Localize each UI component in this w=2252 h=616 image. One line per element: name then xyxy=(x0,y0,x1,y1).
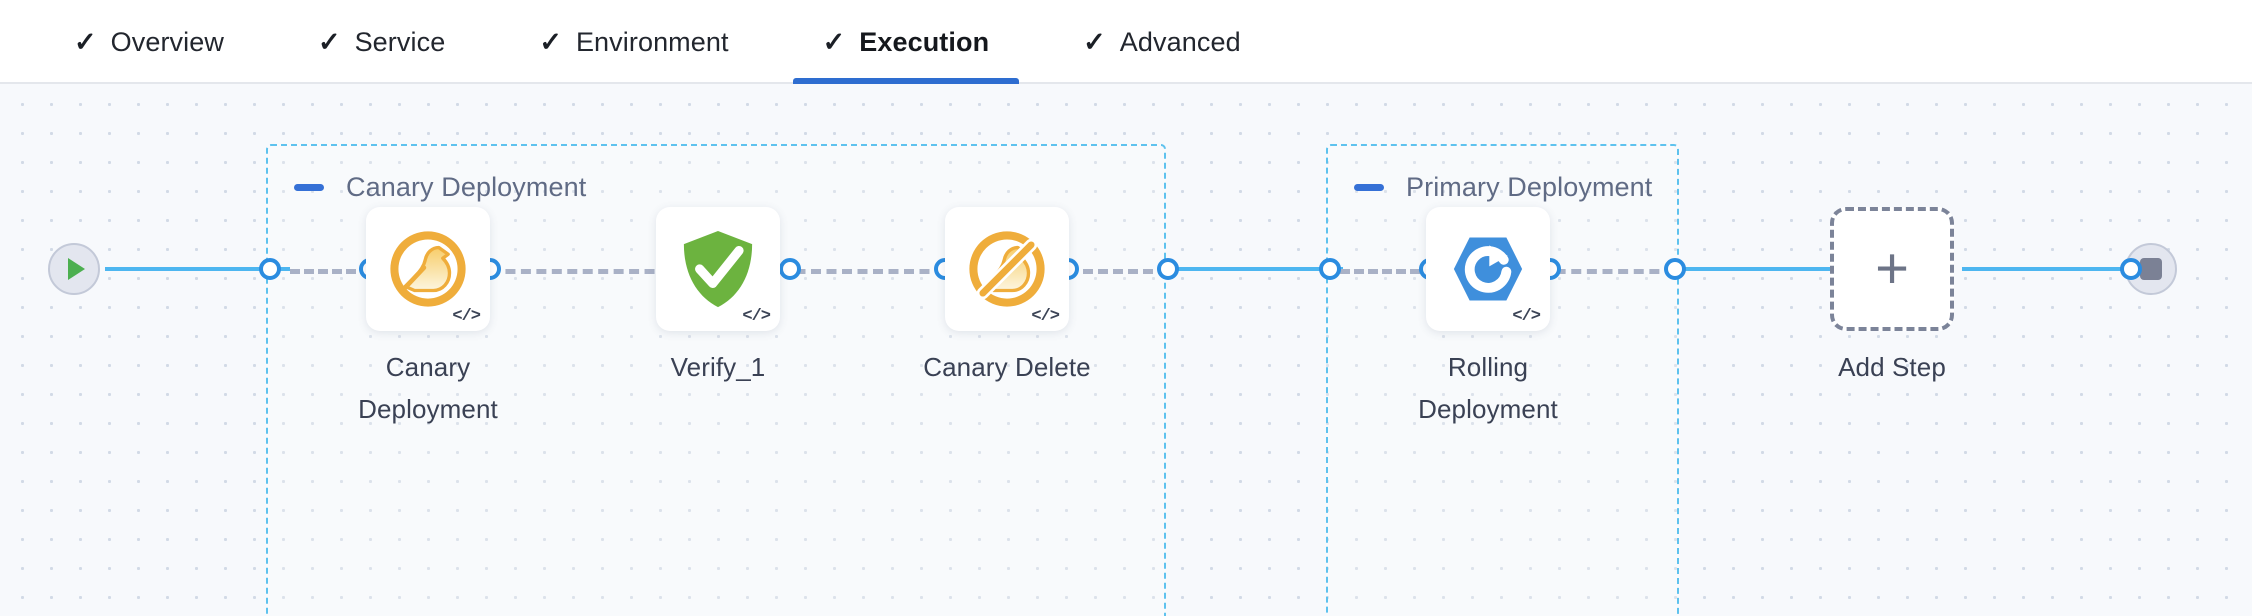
green-shield-check-icon xyxy=(656,207,780,331)
port-group1-in[interactable] xyxy=(259,258,281,280)
tab-execution[interactable]: ✓ Execution xyxy=(792,0,1020,84)
connector-dashed-2 xyxy=(490,269,670,274)
plus-icon: + xyxy=(1875,236,1909,301)
add-step-button[interactable]: + xyxy=(1830,207,1954,331)
step-node-canary-delete[interactable]: </> xyxy=(945,207,1069,331)
connector-dashed-1 xyxy=(290,269,370,274)
port-end-in[interactable] xyxy=(2120,258,2142,280)
wizard-tab-bar: ✓ Overview ✓ Service ✓ Environment ✓ Exe… xyxy=(0,0,2252,84)
check-icon: ✓ xyxy=(74,26,97,57)
canary-bird-icon xyxy=(366,207,490,331)
canary-delete-icon xyxy=(945,207,1069,331)
group-header: Primary Deployment xyxy=(1354,172,1652,203)
minus-icon[interactable] xyxy=(1354,184,1384,191)
connector-dashed-3 xyxy=(780,269,945,274)
step-label-line1: Verify_1 xyxy=(670,352,766,382)
tab-list: ✓ Overview ✓ Service ✓ Environment ✓ Exe… xyxy=(44,0,1305,84)
code-badge: </> xyxy=(1031,307,1060,326)
group-header: Canary Deployment xyxy=(294,172,586,203)
tab-environment[interactable]: ✓ Environment xyxy=(509,0,758,84)
connector-group2-to-addstep xyxy=(1672,267,1830,271)
code-badge: </> xyxy=(1512,307,1541,326)
check-icon: ✓ xyxy=(1083,26,1106,57)
stop-icon xyxy=(2140,258,2162,280)
connector-dashed-4 xyxy=(1068,269,1168,274)
step-label-line2: Deployment xyxy=(358,394,498,424)
step-node-verify-1[interactable]: </> xyxy=(656,207,780,331)
tab-label: Execution xyxy=(859,26,990,57)
code-badge: </> xyxy=(452,307,481,326)
step-label-line1: Canary xyxy=(385,352,471,382)
connector-group1-to-group2 xyxy=(1163,267,1343,271)
check-icon: ✓ xyxy=(822,26,846,57)
tab-advanced[interactable]: ✓ Advanced xyxy=(1053,0,1271,84)
check-icon: ✓ xyxy=(317,26,341,57)
check-icon: ✓ xyxy=(539,26,562,57)
connector-dashed-6 xyxy=(1540,269,1675,274)
rolling-hexagon-icon xyxy=(1426,207,1550,331)
connector-start-to-group1 xyxy=(105,267,290,271)
tab-label: Service xyxy=(354,26,446,57)
tab-label: Environment xyxy=(575,26,729,57)
connector-dashed-5 xyxy=(1340,269,1420,274)
tab-label: Advanced xyxy=(1119,26,1241,57)
group-label: Primary Deployment xyxy=(1406,172,1653,202)
add-step-label: Add Step xyxy=(1838,352,1946,382)
connector-addstep-to-end xyxy=(1962,267,2134,271)
step-node-rolling-deployment[interactable]: </> xyxy=(1426,207,1550,331)
port-group2-in[interactable] xyxy=(1319,258,1341,280)
step-label-rolling-deployment: Rolling Deployment xyxy=(1373,346,1603,430)
step-label-line2: Deployment xyxy=(1418,394,1558,424)
port-group1-out[interactable] xyxy=(1157,258,1179,280)
start-node[interactable] xyxy=(48,243,100,295)
pipeline-canvas[interactable]: Canary Deployment Primary Deployment xyxy=(0,84,2252,616)
end-node[interactable] xyxy=(2125,243,2177,295)
step-label-canary-deployment: Canary Deployment xyxy=(313,346,543,430)
port-node2-out[interactable] xyxy=(779,258,801,280)
step-node-canary-deployment[interactable]: </> xyxy=(366,207,490,331)
code-badge: </> xyxy=(742,307,771,326)
tab-label: Overview xyxy=(110,26,224,57)
minus-icon[interactable] xyxy=(294,184,324,191)
step-label-verify-1: Verify_1 xyxy=(603,346,833,388)
tab-service[interactable]: ✓ Service xyxy=(288,0,475,84)
step-label-line1: Rolling xyxy=(1447,352,1529,382)
tab-overview[interactable]: ✓ Overview xyxy=(44,0,254,84)
play-icon xyxy=(68,258,85,280)
group-label: Canary Deployment xyxy=(346,172,587,202)
port-group2-out[interactable] xyxy=(1664,258,1686,280)
step-label-canary-delete: Canary Delete xyxy=(892,346,1122,388)
step-label-line1: Canary Delete xyxy=(923,352,1091,382)
